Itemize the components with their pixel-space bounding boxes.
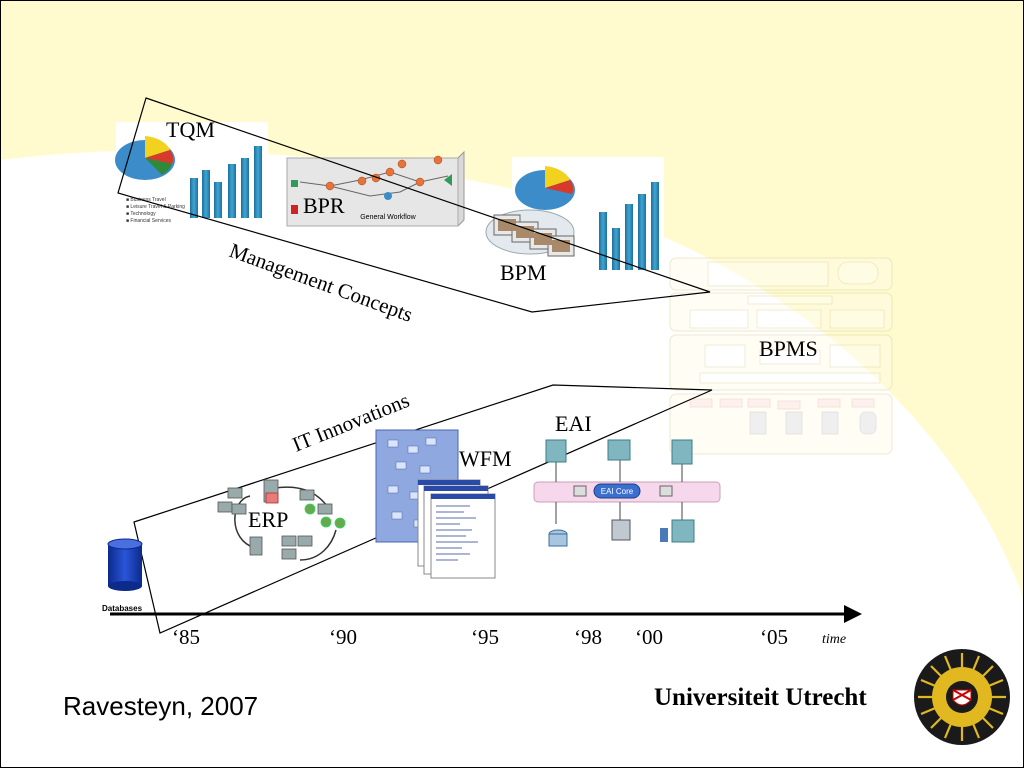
- bpms-label: BPMS: [759, 336, 818, 361]
- timeline-arrowhead: [844, 605, 862, 623]
- citation-text: Ravesteyn, 2007: [63, 691, 258, 721]
- bpm-label: BPM: [500, 260, 546, 285]
- svg-text:■ Business Travel: ■ Business Travel: [126, 197, 166, 203]
- bpr-workflow-image: General Workflow: [286, 150, 465, 227]
- svg-text:■ Technology: ■ Technology: [126, 211, 156, 217]
- eai-core-label: EAI Core: [601, 487, 634, 496]
- tqm-label: TQM: [166, 117, 215, 142]
- bpms-architecture-image: [669, 257, 893, 455]
- tick-85: ‘85: [172, 625, 200, 649]
- time-axis-label: time: [822, 632, 846, 647]
- bpr-label: BPR: [303, 193, 345, 218]
- wfm-screens-image: [375, 429, 496, 579]
- university-seal-logo: [914, 649, 1010, 745]
- svg-text:■ Financial Services: ■ Financial Services: [126, 218, 171, 224]
- erp-label: ERP: [248, 507, 288, 532]
- university-name: Universiteit Utrecht: [654, 684, 867, 711]
- tick-05: ‘05: [760, 625, 788, 649]
- wfm-label: WFM: [459, 446, 512, 471]
- eai-label: EAI: [555, 411, 592, 436]
- tick-95: ‘95: [471, 625, 499, 649]
- tick-90: ‘90: [329, 625, 357, 649]
- tick-00: ‘00: [635, 625, 663, 649]
- database-cylinder-icon: [107, 538, 143, 591]
- erp-network-image: [217, 479, 346, 561]
- tick-98: ‘98: [574, 625, 602, 649]
- eai-architecture-image: EAI Core: [533, 439, 721, 547]
- general-workflow-label: General Workflow: [360, 214, 416, 221]
- svg-text:■ Leisure Travel & Parking: ■ Leisure Travel & Parking: [126, 204, 185, 210]
- databases-label: Databases: [102, 604, 143, 613]
- tqm-chart-image: ■ Business Travel ■ Leisure Travel & Par…: [115, 122, 268, 230]
- management-concepts-outline: [117, 97, 711, 313]
- bpm-image: [485, 157, 664, 281]
